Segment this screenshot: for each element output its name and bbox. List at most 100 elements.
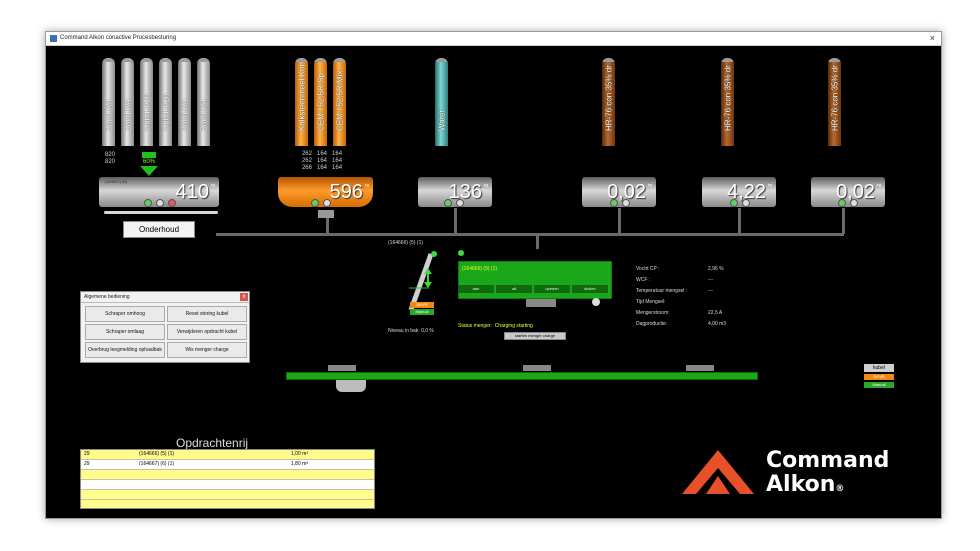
- cement-play-icon[interactable]: [311, 199, 319, 207]
- cement-silo-2[interactable]: CEM I 52,5R Sp: [314, 58, 327, 146]
- admix-scale-1[interactable]: 0,02 kg: [582, 177, 656, 207]
- mixer-outlet: [526, 299, 556, 307]
- aggregate-silo-1[interactable]: Zand 0/4: [102, 58, 115, 146]
- admix-silo-3[interactable]: HR-76 con 35% dr: [828, 58, 841, 146]
- pipe-main-left: [216, 233, 534, 236]
- mixer-close-button[interactable]: sluiten: [572, 285, 608, 293]
- water-scale-value: 136: [448, 181, 482, 203]
- water-tank[interactable]: Water: [435, 58, 448, 146]
- table-row[interactable]: 29(164667) (6) (1)1,80 m³: [81, 460, 374, 470]
- mixer-status: Status menger: Charging starting: [458, 323, 533, 329]
- cement-readings: 262 164 164 262 164 164 266 164 164: [301, 151, 343, 171]
- admix-2-play-icon[interactable]: [730, 199, 738, 207]
- control-panel-close-button[interactable]: x: [240, 293, 248, 301]
- pipe-admix2-drop: [738, 208, 741, 234]
- scale-stop-icon[interactable]: [168, 199, 176, 207]
- pipe-mixer-feed: [536, 235, 539, 249]
- admix-3-play-icon[interactable]: [838, 199, 846, 207]
- pipe-admix3-drop: [842, 208, 845, 234]
- water-play-icon[interactable]: [444, 199, 452, 207]
- control-panel: Algemene bediening x Schraper omhoog Res…: [80, 291, 250, 363]
- aggregate-silo-5[interactable]: Zand 0/4: [178, 58, 191, 146]
- cement-silo-3[interactable]: CEM I 52,5R Mix: [333, 58, 346, 146]
- cement-pause-icon[interactable]: [323, 199, 331, 207]
- control-panel-title: Algemene bediening: [81, 292, 249, 303]
- cement-scale-value: 596: [329, 181, 363, 203]
- rail-station-2[interactable]: [523, 365, 551, 371]
- rail-station-1[interactable]: [328, 365, 356, 371]
- cement-valve: [318, 210, 334, 218]
- mixer-status-icon: [458, 250, 464, 256]
- kubel-mode-badge[interactable]: DEVR: [864, 374, 894, 380]
- table-row[interactable]: 29(164666) (5) (1)1,00 m³: [81, 450, 374, 460]
- up-down-arrow-icon: [424, 268, 432, 288]
- mixer-buttons: aan uit openen sluiten: [458, 285, 608, 293]
- table-row[interactable]: [81, 480, 374, 490]
- mixer-on-button[interactable]: aan: [458, 285, 494, 293]
- dosing-indicator-value: 60%: [142, 159, 155, 165]
- dosing-indicator: [142, 152, 156, 158]
- admix-scale-3[interactable]: 0,02 kg: [811, 177, 885, 207]
- aggregate-scale-value: 410: [175, 181, 209, 203]
- mixer-gauge-icon: [592, 298, 600, 306]
- brand-command: Command: [766, 448, 890, 473]
- cement-silo-1[interactable]: Kalksteenmeel Kon: [295, 58, 308, 146]
- table-row[interactable]: [81, 470, 374, 480]
- admix-scale-1-value: 0,02: [607, 181, 646, 203]
- window-title: Command Alkon conactive Procesbesturing: [60, 35, 177, 41]
- admix-silo-1[interactable]: HR-76 con 35% dr: [602, 58, 615, 146]
- admix-2-pause-icon[interactable]: [742, 199, 750, 207]
- order-queue-table[interactable]: 29(164666) (5) (1)1,00 m³ 29(164667) (6)…: [80, 449, 375, 509]
- water-scale[interactable]: 136 kg: [418, 177, 492, 207]
- down-arrow-icon: [140, 166, 158, 176]
- scale-play-icon[interactable]: [144, 199, 152, 207]
- water-pause-icon[interactable]: [456, 199, 464, 207]
- command-alkon-logo-icon: [682, 450, 754, 494]
- admix-1-pause-icon[interactable]: [622, 199, 630, 207]
- admix-scale-2[interactable]: 4,22 kg: [702, 177, 776, 207]
- close-window-button[interactable]: ×: [929, 33, 935, 43]
- aggregate-silo-4[interactable]: Grind 4/16: [159, 58, 172, 146]
- aggregate-reading-1: 820: [104, 152, 115, 158]
- pipe-admix1-drop: [618, 208, 621, 234]
- skip-elevator[interactable]: [401, 248, 441, 318]
- skip-manual-badge[interactable]: Manual: [410, 309, 434, 315]
- scale-pause-icon[interactable]: [156, 199, 164, 207]
- admix-scale-3-value: 0,02: [836, 181, 875, 203]
- cement-scale[interactable]: 596 kg: [278, 177, 373, 207]
- admix-scale-2-value: 4,22: [727, 181, 766, 203]
- scraper-up-button[interactable]: Schraper omhoog: [85, 306, 165, 322]
- mixer-open-button[interactable]: openen: [534, 285, 570, 293]
- kubel-manual-badge[interactable]: Manual: [864, 382, 894, 388]
- remove-order-button[interactable]: Verwijderen opdracht kubel: [167, 324, 247, 340]
- aggregate-belt: [104, 211, 218, 214]
- mixer-off-button[interactable]: uit: [496, 285, 532, 293]
- kubel-label[interactable]: kubel: [864, 364, 894, 372]
- clear-mixer-charge-button[interactable]: Wis menger charge: [167, 342, 247, 358]
- aggregate-silo-6[interactable]: Zand 0/4: [197, 58, 210, 146]
- pipe-water-drop: [454, 208, 457, 234]
- transport-bucket[interactable]: [336, 380, 366, 392]
- admix-silo-2[interactable]: HR-76 con 35% dr: [721, 58, 734, 146]
- pipe-main-right: [534, 233, 844, 236]
- admix-1-play-icon[interactable]: [610, 199, 618, 207]
- aggregate-reading-2: 820: [104, 159, 115, 165]
- app-window: Command Alkon conactive Procesbesturing …: [45, 31, 942, 519]
- mixer-body[interactable]: (164666) (5) (1): [458, 261, 612, 299]
- admix-3-pause-icon[interactable]: [850, 199, 858, 207]
- reset-fault-button[interactable]: Reset storing kubel: [167, 306, 247, 322]
- title-bar: Command Alkon conactive Procesbesturing …: [46, 32, 941, 46]
- rail-station-3[interactable]: [686, 365, 714, 371]
- aggregate-silo-2[interactable]: Zand 0/4: [121, 58, 134, 146]
- maintenance-button[interactable]: Onderhoud: [123, 221, 195, 238]
- table-row[interactable]: [81, 490, 374, 500]
- queue-title: Opdrachtenrij: [176, 436, 249, 450]
- aggregate-silo-3[interactable]: Grind 4/16: [140, 58, 153, 146]
- app-icon: [50, 35, 57, 42]
- skip-mode-badge[interactable]: DEVR: [410, 302, 434, 308]
- transport-rail[interactable]: [286, 372, 758, 380]
- bypass-empty-button[interactable]: Overbrug leegmelding ophaalbak: [85, 342, 165, 358]
- mixer-info: Vocht CP :2,96 % WCF :--- Temperatuur me…: [636, 266, 727, 327]
- scraper-down-button[interactable]: Schraper omlaag: [85, 324, 165, 340]
- start-mixer-charge-button[interactable]: starten menger charge: [504, 332, 566, 340]
